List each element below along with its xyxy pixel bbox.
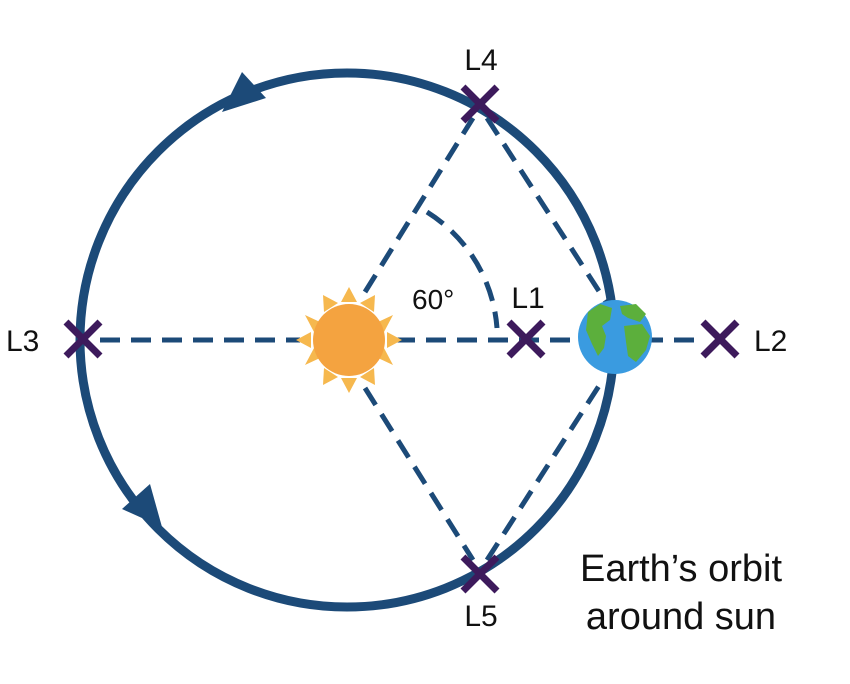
sixty-degree-arc xyxy=(425,209,500,329)
caption-line-2: around sun xyxy=(586,596,776,638)
l5-label: L5 xyxy=(464,600,497,633)
l2-label: L2 xyxy=(754,325,787,358)
l1-x-mark-icon xyxy=(506,319,546,359)
orbit-arrow-icon-top xyxy=(222,72,266,112)
sun-icon xyxy=(296,287,402,393)
l4-x-mark-icon xyxy=(460,84,500,124)
l1-label: L1 xyxy=(511,282,544,315)
orbit-arrow-icon-bottom xyxy=(122,484,162,527)
l2-x-mark-icon xyxy=(700,319,740,359)
sun-l5-line xyxy=(362,386,476,562)
caption-line-1: Earth’s orbit xyxy=(580,548,783,590)
l3-label: L3 xyxy=(6,325,39,358)
l4-label: L4 xyxy=(464,44,497,77)
earth-icon xyxy=(578,300,652,374)
l3-x-mark-icon xyxy=(63,319,103,359)
angle-label: 60° xyxy=(412,284,454,315)
sun-l4-line xyxy=(362,116,476,294)
l4-earth-line xyxy=(484,116,609,304)
l5-x-mark-icon xyxy=(460,554,500,594)
l5-earth-line xyxy=(484,376,607,562)
